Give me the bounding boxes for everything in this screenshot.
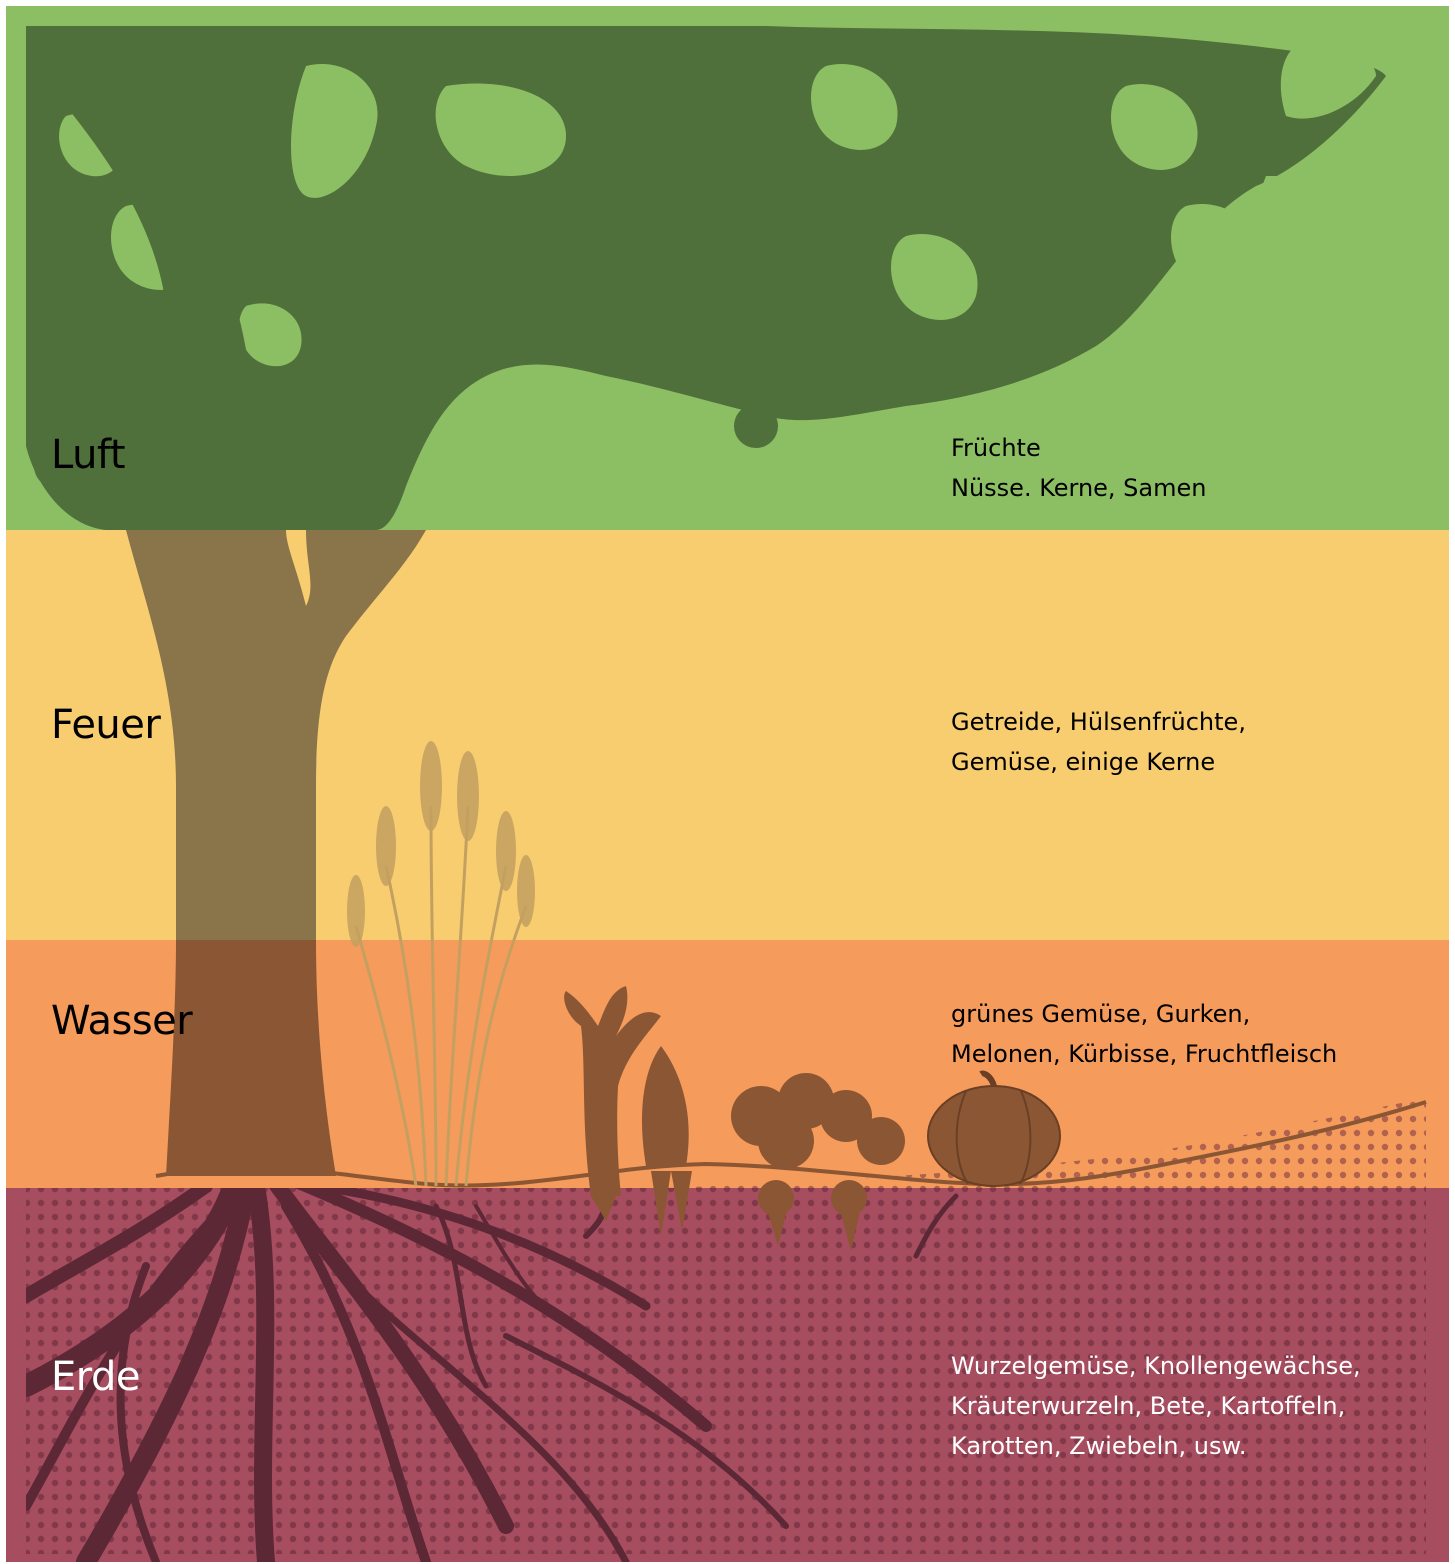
illustration — [6, 6, 1449, 1562]
layer-label-wasser: Wasser — [51, 998, 192, 1044]
layer-label-erde: Erde — [51, 1354, 140, 1400]
foods-feuer-line-2: Gemüse, einige Kerne — [951, 742, 1246, 782]
foods-erde: Wurzelgemüse, Knollengewächse, Kräuterwu… — [951, 1346, 1361, 1466]
foods-luft-line-2: Nüsse. Kerne, Samen — [951, 468, 1206, 508]
foods-erde-line-1: Wurzelgemüse, Knollengewächse, — [951, 1346, 1361, 1386]
wheat-icon — [347, 741, 535, 1186]
pumpkin-icon — [928, 1074, 1060, 1187]
foods-erde-line-3: Karotten, Zwiebeln, usw. — [951, 1426, 1361, 1466]
foods-feuer: Getreide, Hülsenfrüchte, Gemüse, einige … — [951, 702, 1246, 782]
foods-wasser-line-2: Melonen, Kürbisse, Fruchtfleisch — [951, 1034, 1337, 1074]
layer-label-feuer: Feuer — [51, 702, 160, 748]
food-layers-diagram: Luft Früchte Nüsse. Kerne, Samen Feuer G… — [6, 6, 1449, 1562]
foods-wasser: grünes Gemüse, Gurken, Melonen, Kürbisse… — [951, 994, 1337, 1074]
layer-label-luft: Luft — [51, 432, 125, 478]
foods-erde-line-2: Kräuterwurzeln, Bete, Kartoffeln, — [951, 1386, 1361, 1426]
foods-luft: Früchte Nüsse. Kerne, Samen — [951, 428, 1206, 508]
foods-luft-line-1: Früchte — [951, 428, 1206, 468]
foods-feuer-line-1: Getreide, Hülsenfrüchte, — [951, 702, 1246, 742]
foods-wasser-line-1: grünes Gemüse, Gurken, — [951, 994, 1337, 1034]
